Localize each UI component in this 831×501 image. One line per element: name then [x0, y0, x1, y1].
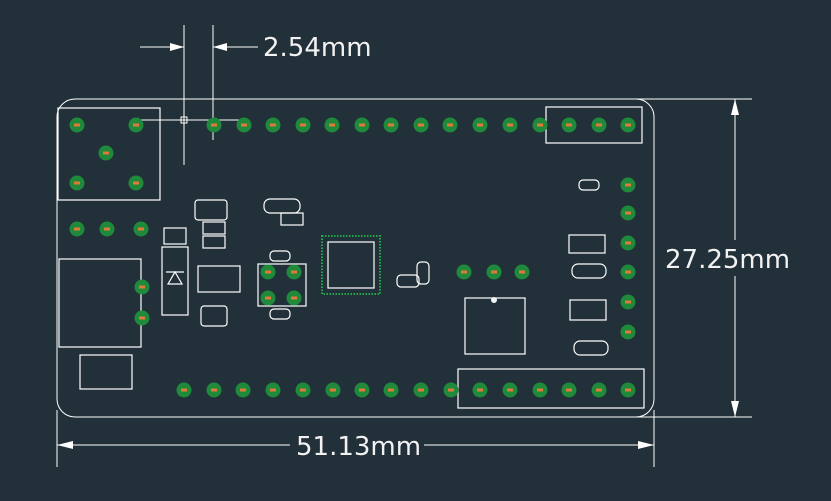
- pad-top-7-hole: [359, 123, 365, 127]
- pad-usb-1-hole: [74, 181, 80, 185]
- pad-usb-2-hole: [133, 181, 139, 185]
- pad-bottom-9-hole: [448, 388, 454, 392]
- pads: [69, 117, 636, 398]
- pad-right-1-hole: [625, 211, 631, 215]
- pad-top-12-hole: [507, 123, 513, 127]
- pad-top-13-hole: [537, 123, 543, 127]
- transistor: [257, 263, 307, 307]
- sensor-module: [464, 297, 526, 355]
- pad-jack-1-hole: [139, 316, 145, 320]
- pad-top-9-hole: [418, 123, 424, 127]
- pad-right-4-hole: [625, 300, 631, 304]
- pad-top-6-hole: [329, 123, 335, 127]
- pad-bottom-5-hole: [330, 388, 336, 392]
- smd-cap-6: [396, 274, 420, 288]
- board-outline: [56, 98, 655, 418]
- diode: [161, 246, 189, 316]
- pad-bottom-4-hole: [300, 388, 306, 392]
- pad-bottom-11-hole: [507, 388, 513, 392]
- pad-bottom-10-hole: [477, 388, 483, 392]
- pad-right-0-hole: [625, 183, 631, 187]
- smd-cap-10: [573, 340, 609, 356]
- usb-connector: [57, 107, 161, 201]
- pad-top-8-hole: [388, 123, 394, 127]
- pad-right-3-hole: [625, 270, 631, 274]
- pad-mid-2-hole: [519, 270, 525, 274]
- pad-bottom-6-hole: [359, 388, 365, 392]
- pad-tr-3-hole: [291, 296, 297, 300]
- pad-left-0-hole: [74, 227, 80, 231]
- smd-resistor-3: [202, 235, 226, 249]
- pad-top-10-hole: [447, 123, 453, 127]
- pad-right-2-hole: [625, 241, 631, 245]
- pad-bottom-3-hole: [270, 388, 276, 392]
- pad-top-15-hole: [596, 123, 602, 127]
- pad-jack-0-hole: [139, 285, 145, 289]
- crystal: [79, 354, 133, 390]
- pad-tr-0-hole: [265, 270, 271, 274]
- pad-top-4-hole: [270, 123, 276, 127]
- pad-usb-0-hole: [103, 151, 109, 155]
- height-dimension: 27.25mm: [636, 98, 790, 418]
- pad-bottom-12-hole: [537, 388, 543, 392]
- smd-cap-7: [416, 261, 430, 285]
- pitch-label: 2.54mm: [263, 33, 372, 63]
- smd-ic-2: [569, 299, 607, 321]
- smd-cap-8: [578, 179, 600, 191]
- pad-tr-2-hole: [265, 296, 271, 300]
- pad-right-5-hole: [625, 330, 631, 334]
- pad-top-5-hole: [300, 123, 306, 127]
- pad-bottom-15-hole: [625, 388, 631, 392]
- pad-top-0-hole: [74, 123, 80, 127]
- regulator: [197, 265, 241, 293]
- pitch-dimension: 2.54mm: [140, 25, 372, 165]
- pad-top-16-hole: [625, 123, 631, 127]
- pad-top-14-hole: [566, 123, 572, 127]
- pad-top-3-hole: [241, 123, 247, 127]
- smd-cap-2: [263, 198, 301, 214]
- pad-left-1-hole: [104, 227, 110, 231]
- smd-resistor-1: [194, 199, 228, 221]
- power-jack: [58, 258, 142, 348]
- height-label: 27.25mm: [665, 245, 790, 275]
- pad-top-2-hole: [211, 123, 217, 127]
- pad-bottom-7-hole: [388, 388, 394, 392]
- pad-bottom-2-hole: [240, 388, 246, 392]
- pad-top-1-hole: [133, 123, 139, 127]
- pad-bottom-13-hole: [566, 388, 572, 392]
- smd-resistor-2: [202, 221, 226, 235]
- diode-cap: [163, 227, 187, 245]
- smd-diode-2: [568, 234, 606, 254]
- smd-cap-4: [269, 250, 291, 262]
- pad-bottom-8-hole: [418, 388, 424, 392]
- smd-cap-1: [200, 305, 228, 327]
- microcontroller: [321, 235, 381, 295]
- pad-tr-1-hole: [291, 270, 297, 274]
- smd-cap-5: [269, 308, 291, 320]
- pad-left-2-hole: [138, 227, 144, 231]
- pad-bottom-0-hole: [181, 388, 187, 392]
- pad-mid-0-hole: [461, 270, 467, 274]
- width-dimension: 51.13mm: [56, 410, 655, 467]
- smd-cap-3: [280, 212, 304, 226]
- pad-bottom-1-hole: [211, 388, 217, 392]
- pad-top-11-hole: [477, 123, 483, 127]
- width-label: 51.13mm: [296, 432, 421, 462]
- pad-bottom-14-hole: [596, 388, 602, 392]
- pad-mid-1-hole: [491, 270, 497, 274]
- smd-cap-9: [571, 263, 607, 279]
